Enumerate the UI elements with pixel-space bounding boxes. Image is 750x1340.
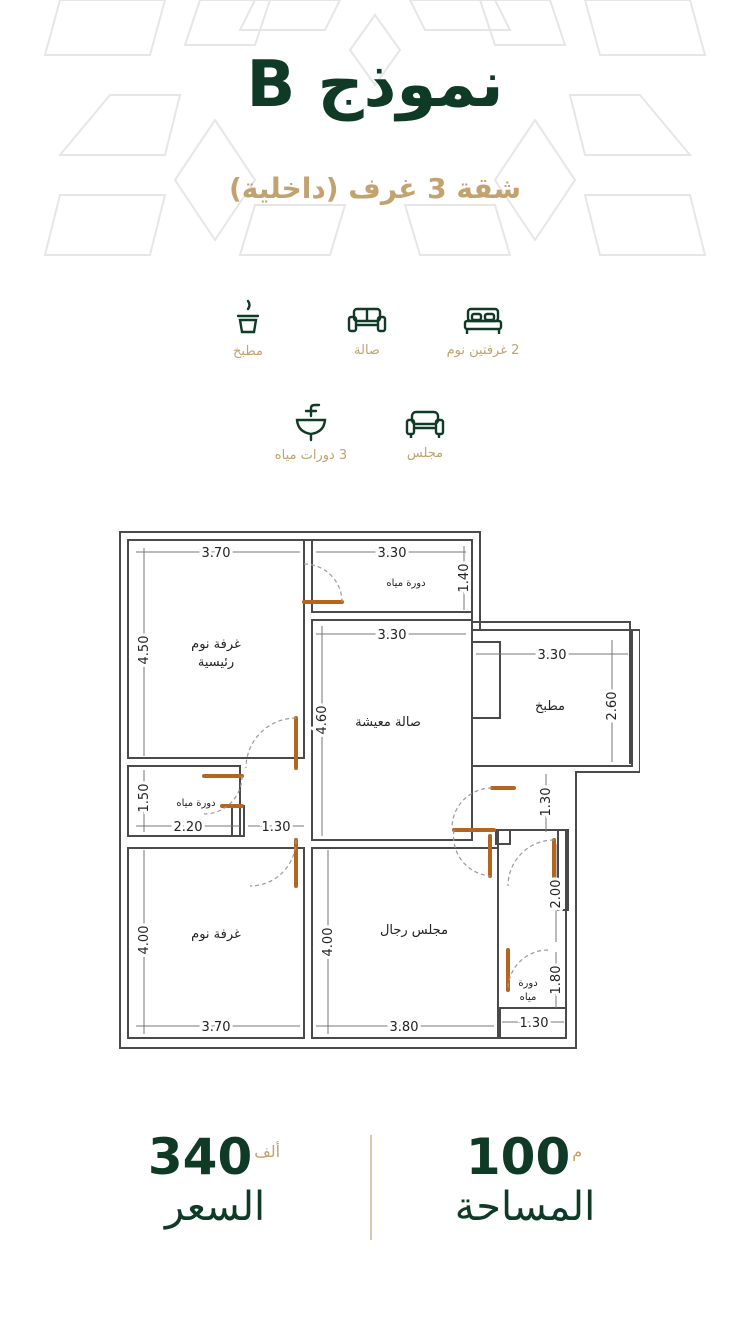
room-label: مطبخ — [535, 699, 565, 714]
feature-majlis: مجلس — [350, 408, 500, 461]
decorative-pattern — [43, 0, 707, 256]
room-label: مجلس رجال — [380, 923, 448, 938]
room-label: غرفة نوم — [191, 637, 241, 652]
room-label: رئيسية — [198, 655, 234, 670]
sofa-icon — [347, 307, 387, 333]
price-label: السعر — [164, 1184, 266, 1230]
area-unit: م — [572, 1142, 583, 1161]
kitchen-pot-icon — [236, 299, 260, 334]
dimension-label: 1.40 — [457, 564, 472, 593]
page-title: نموذج B — [246, 48, 504, 122]
price-unit: ألف — [254, 1142, 281, 1161]
room-label: دورة مياه — [176, 798, 215, 809]
area-value-row: م100 — [420, 1128, 630, 1186]
dimension-label: 1.80 — [549, 966, 564, 995]
price-value: 340 — [147, 1128, 253, 1186]
dimension-label: 3.30 — [378, 628, 407, 643]
area-value: 100 — [465, 1128, 571, 1186]
room-label: دورة — [518, 978, 537, 989]
armchair-icon — [405, 410, 445, 438]
dimension-label: 2.60 — [605, 692, 620, 721]
page-subtitle: شقة 3 غرف (داخلية) — [228, 172, 522, 205]
dimension-label: 4.50 — [137, 636, 152, 665]
bed-icon — [463, 307, 503, 334]
stats-divider — [370, 1135, 372, 1240]
area-block: م100 المساحة — [420, 1128, 630, 1230]
dimension-label: 3.30 — [378, 546, 407, 561]
dimension-label: 3.30 — [538, 648, 567, 663]
feature-bathrooms: 3 دورات مياه — [236, 402, 386, 463]
dimension-label: 1.50 — [137, 784, 152, 813]
room-label: مياه — [520, 992, 537, 1003]
sink-icon — [295, 403, 327, 442]
dimension-label: 2.20 — [174, 820, 203, 835]
feature-label: مطبخ — [233, 344, 263, 359]
dimension-label: 1.30 — [262, 820, 291, 835]
feature-label: 2 غرفتين نوم — [446, 343, 520, 358]
dimension-label: 1.30 — [539, 788, 554, 817]
floor-plan: غرفة نوم رئيسية صالة معيشة مطبخ غرفة نوم… — [119, 531, 640, 1049]
feature-label: 3 دورات مياه — [274, 448, 348, 463]
feature-hall: صالة — [292, 305, 442, 358]
room-label: دورة مياه — [386, 578, 425, 589]
dimension-label: 1.30 — [520, 1016, 549, 1031]
feature-label: صالة — [354, 343, 380, 358]
dimension-label: 4.00 — [321, 928, 336, 957]
dimension-label: 3.80 — [390, 1020, 419, 1035]
dimension-label: 2.00 — [549, 880, 564, 909]
area-label: المساحة — [454, 1184, 596, 1230]
dimension-label: 3.70 — [202, 546, 231, 561]
dimension-label: 4.60 — [315, 706, 330, 735]
feature-kitchen: مطبخ — [173, 298, 323, 359]
feature-bedrooms: 2 غرفتين نوم — [408, 305, 558, 358]
feature-label: مجلس — [406, 446, 444, 461]
dimension-label: 4.00 — [137, 926, 152, 955]
room-label: صالة معيشة — [355, 715, 421, 730]
room-label: غرفة نوم — [191, 927, 241, 942]
dimension-label: 3.70 — [202, 1020, 231, 1035]
